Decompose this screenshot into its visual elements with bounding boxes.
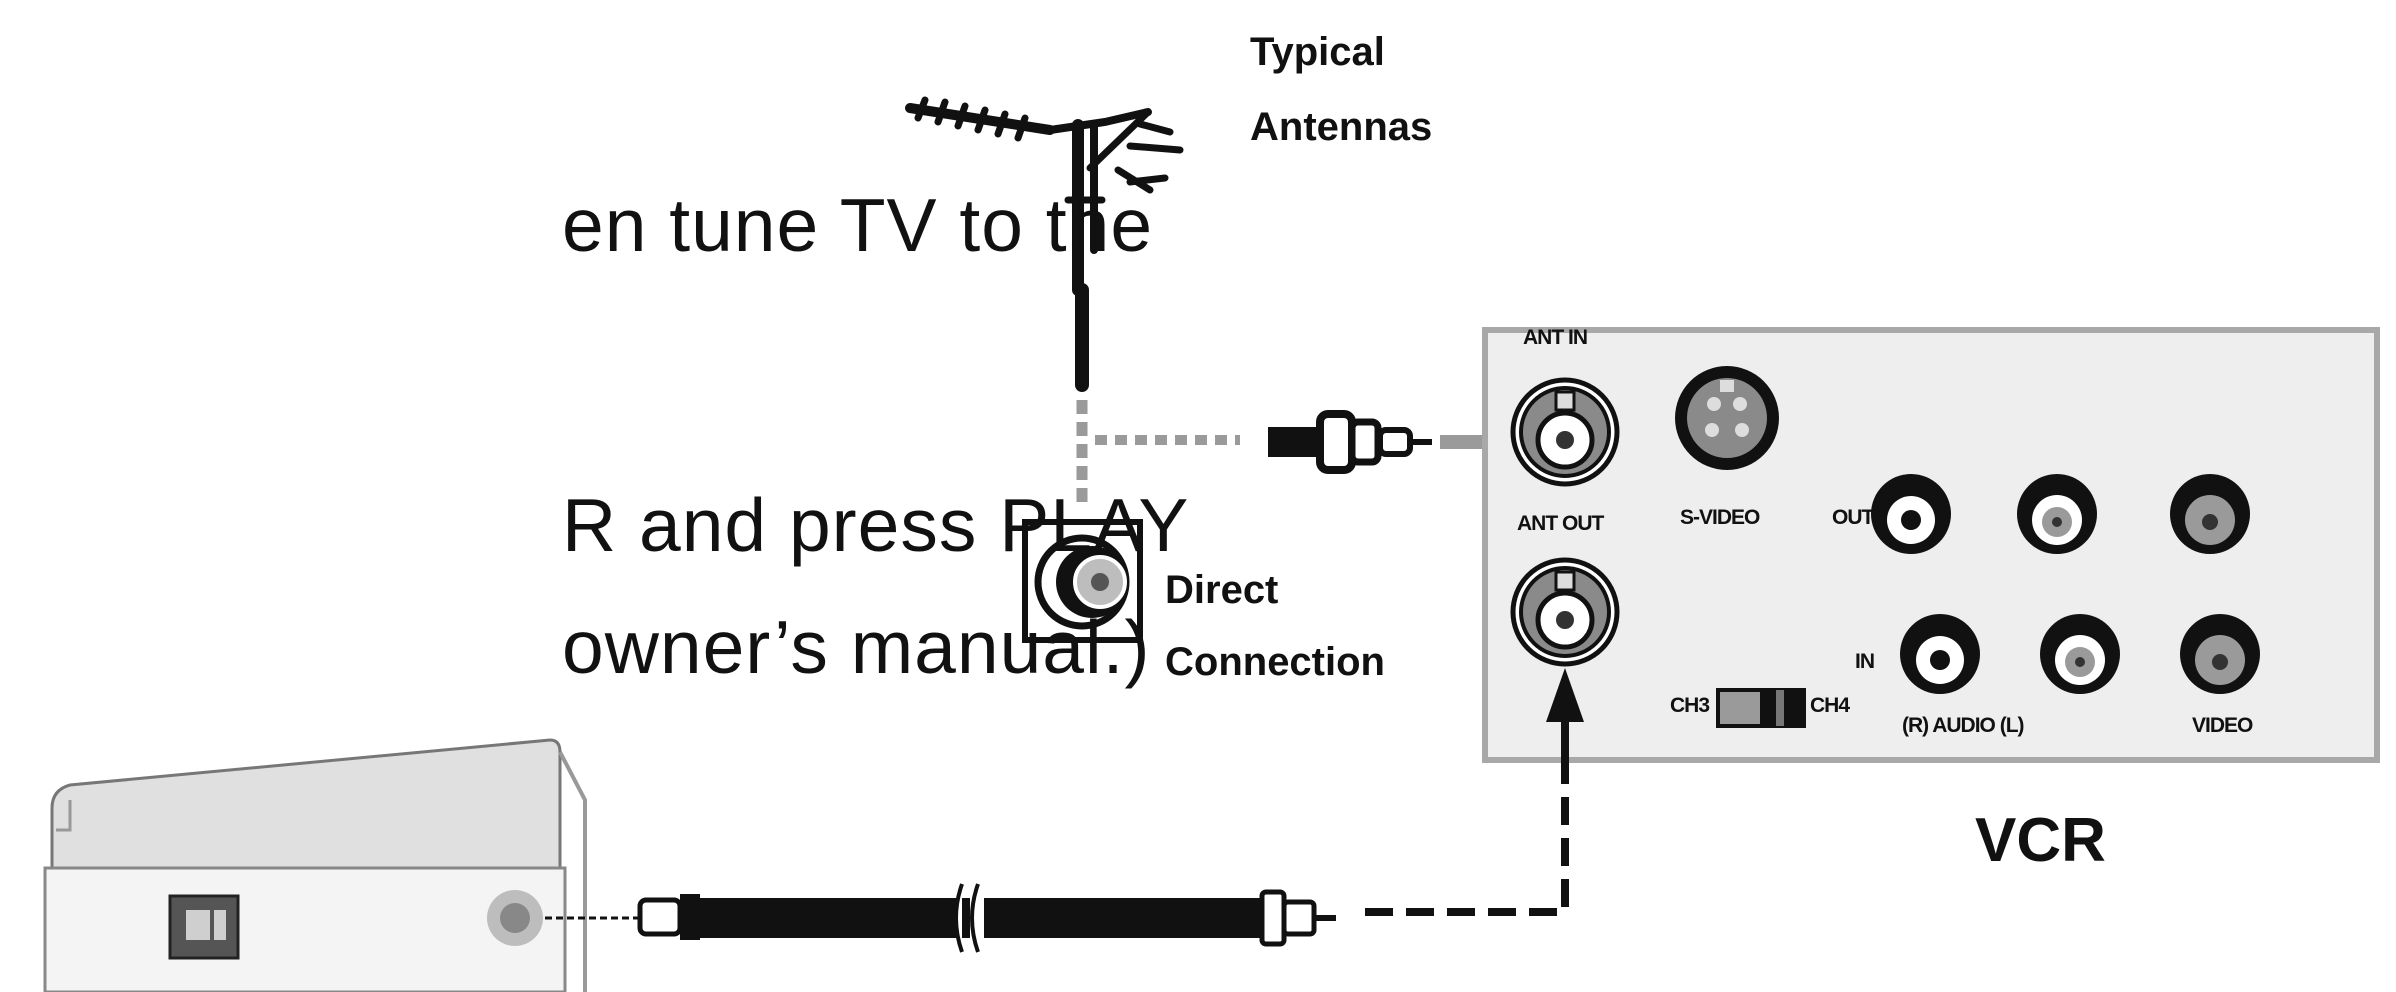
wall-jack-icon (1022, 519, 1143, 643)
audio-label: (R) AUDIO (L) (1902, 714, 2025, 737)
out-audio-r-jack-icon (1871, 474, 1951, 554)
in-label: IN (1855, 650, 1875, 673)
ch4-label: CH4 (1810, 694, 1850, 717)
coax-cable-icon (545, 883, 1336, 953)
antenna-icon (905, 96, 1184, 392)
channel-switch-icon (1716, 688, 1806, 728)
s-video-label: S-VIDEO (1680, 506, 1760, 529)
antenna-label-line1: Typical (1250, 30, 1385, 74)
in-audio-r-jack-icon (1900, 614, 1980, 694)
out-label: OUT (1832, 506, 1874, 529)
instruction-line-3: owner’s manual.) (562, 605, 1151, 689)
ant-in-jack-icon (1510, 377, 1620, 487)
in-video-jack-icon (2180, 614, 2260, 694)
in-audio-l-jack-icon (2040, 614, 2120, 694)
ch3-label: CH3 (1670, 694, 1710, 717)
up-arrow-icon (1546, 668, 1584, 760)
tv-icon (43, 738, 587, 992)
direct-connection-label-line2: Connection (1165, 640, 1385, 684)
out-video-jack-icon (2170, 474, 2250, 554)
s-video-jack-icon (1675, 366, 1779, 470)
video-label: VIDEO (2192, 714, 2253, 737)
antenna-feed-line (1076, 400, 1240, 510)
vcr-title: VCR (1975, 806, 2106, 875)
ant-out-jack-icon (1510, 557, 1620, 667)
ant-out-label: ANT OUT (1517, 512, 1604, 535)
ant-in-label: ANT IN (1523, 326, 1588, 349)
coax-connector-icon (1268, 410, 1525, 474)
instruction-line-1: en tune TV to the (562, 183, 1154, 267)
rf-cable-path (1365, 760, 1569, 916)
antenna-label-line2: Antennas (1250, 105, 1433, 149)
out-audio-l-jack-icon (2017, 474, 2097, 554)
direct-connection-label-line1: Direct (1165, 568, 1279, 612)
instruction-line-2: R and press PLAY (562, 483, 1190, 567)
